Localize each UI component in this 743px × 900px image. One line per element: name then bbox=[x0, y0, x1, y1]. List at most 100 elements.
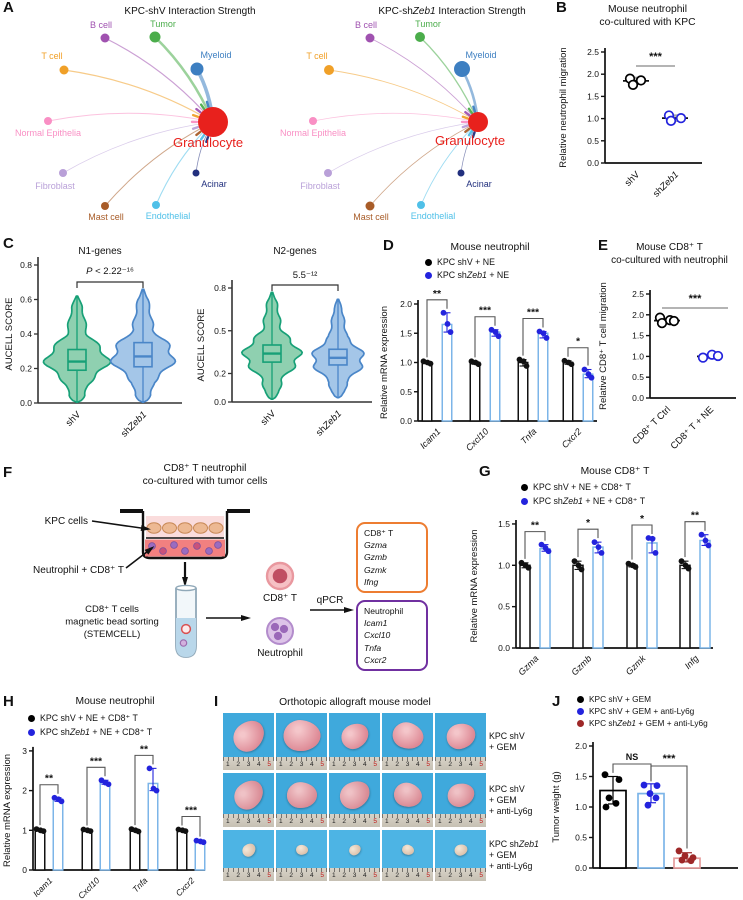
svg-text:2.5: 2.5 bbox=[587, 47, 599, 57]
panel-e-title: Mouse CD8⁺ T co-cultured with neutrophil bbox=[596, 241, 743, 267]
panel-i-title: Orthotopic allograft mouse model bbox=[279, 697, 431, 708]
svg-text:***: *** bbox=[663, 753, 677, 765]
panel-h-label: H bbox=[3, 693, 14, 710]
svg-text:0.0: 0.0 bbox=[20, 398, 32, 408]
svg-text:*: * bbox=[586, 517, 591, 529]
svg-text:Tnfa: Tnfa bbox=[130, 875, 149, 894]
panel-g-title: Mouse CD8⁺ T bbox=[580, 466, 650, 477]
svg-text:Icam1: Icam1 bbox=[31, 875, 55, 899]
bar-blue bbox=[539, 548, 551, 649]
legend-item: KPC shV + NE + CD8⁺ T bbox=[28, 713, 152, 724]
panel-f-title-line1: CD8⁺ T neutrophil bbox=[163, 463, 247, 474]
bar-black bbox=[129, 829, 141, 871]
tumor-blob bbox=[452, 843, 469, 858]
svg-text:P < 2.22⁻¹⁶: P < 2.22⁻¹⁶ bbox=[86, 266, 134, 277]
bar-blue bbox=[52, 798, 64, 871]
svg-text:N2-genes: N2-genes bbox=[273, 246, 316, 257]
bar-black bbox=[176, 829, 188, 871]
svg-text:2: 2 bbox=[22, 786, 27, 796]
svg-text:Acinar: Acinar bbox=[201, 179, 227, 189]
svg-text:1.5: 1.5 bbox=[400, 328, 412, 338]
svg-text:Relative neutrophil migration: Relative neutrophil migration bbox=[558, 47, 569, 167]
svg-text:Gzmk: Gzmk bbox=[624, 653, 648, 677]
gene-gzmk: Gzmk bbox=[364, 564, 387, 575]
gene-tnfa: Tnfa bbox=[364, 642, 382, 653]
svg-text:0.8: 0.8 bbox=[20, 260, 32, 270]
panel-f: F CD8⁺ T neutrophil co-cultured with tum… bbox=[0, 460, 452, 690]
svg-text:Myeloid: Myeloid bbox=[200, 50, 231, 60]
neutrophil-genes-box: Neutrophil Icam1 Cxcl10 Tnfa Cxcr2 bbox=[356, 600, 428, 672]
svg-text:0.2: 0.2 bbox=[20, 364, 32, 374]
svg-text:1.0: 1.0 bbox=[632, 351, 644, 361]
svg-text:shZeb1: shZeb1 bbox=[651, 169, 681, 199]
svg-text:**: ** bbox=[45, 773, 54, 785]
svg-text:CD8⁺ T cells: CD8⁺ T cells bbox=[85, 604, 139, 615]
svg-text:AUCELL SCORE: AUCELL SCORE bbox=[4, 297, 15, 370]
svg-text:Normal Epithelia: Normal Epithelia bbox=[280, 128, 346, 138]
svg-text:***: *** bbox=[649, 51, 663, 63]
svg-text:Fibroblast: Fibroblast bbox=[35, 181, 75, 191]
svg-text:(STEMCELL): (STEMCELL) bbox=[84, 629, 140, 640]
legend-dot-icon bbox=[28, 715, 35, 722]
svg-text:Relative mRNA expression: Relative mRNA expression bbox=[2, 754, 13, 867]
bar-black bbox=[572, 564, 584, 649]
bar-black bbox=[517, 361, 529, 422]
panel-f-title-line2: co-cultured with tumor cells bbox=[142, 476, 268, 487]
svg-text:***: *** bbox=[90, 755, 103, 767]
panel-f-label: F bbox=[3, 464, 13, 481]
tumor-blob bbox=[444, 780, 477, 809]
panel-a-label: A bbox=[3, 0, 14, 16]
svg-text:Myeloid: Myeloid bbox=[465, 50, 496, 60]
svg-text:shZeb1: shZeb1 bbox=[119, 409, 149, 439]
svg-text:Fibroblast: Fibroblast bbox=[300, 181, 340, 191]
panel-c-label: C bbox=[3, 235, 14, 252]
svg-text:0.0: 0.0 bbox=[498, 643, 510, 653]
tumor-blob bbox=[443, 720, 478, 751]
svg-text:B cell: B cell bbox=[355, 20, 377, 30]
legend-dot-icon bbox=[577, 719, 584, 727]
svg-text:0.0: 0.0 bbox=[214, 397, 226, 407]
svg-text:0.0: 0.0 bbox=[632, 393, 644, 403]
svg-text:Neutrophil: Neutrophil bbox=[257, 648, 303, 659]
svg-text:1.5: 1.5 bbox=[575, 772, 587, 782]
svg-text:Relative CD8⁺ T cell migration: Relative CD8⁺ T cell migration bbox=[598, 282, 609, 410]
svg-text:Cxcl10: Cxcl10 bbox=[464, 426, 491, 453]
svg-text:1: 1 bbox=[22, 825, 27, 835]
panel-g-label: G bbox=[479, 463, 491, 480]
bar-blue bbox=[147, 782, 159, 871]
svg-text:1.5: 1.5 bbox=[498, 519, 510, 529]
legend-item: KPC shZeb1 + GEM + anti-Ly6g bbox=[577, 718, 708, 728]
tumor-blob bbox=[226, 714, 271, 758]
panel-b-title-line2: co-cultured with KPC bbox=[599, 17, 696, 28]
svg-text:Acinar: Acinar bbox=[466, 179, 492, 189]
svg-text:Gzmb: Gzmb bbox=[569, 653, 593, 677]
svg-text:KPC-shV Interaction Strength: KPC-shV Interaction Strength bbox=[124, 6, 255, 17]
svg-text:NS: NS bbox=[626, 752, 639, 762]
